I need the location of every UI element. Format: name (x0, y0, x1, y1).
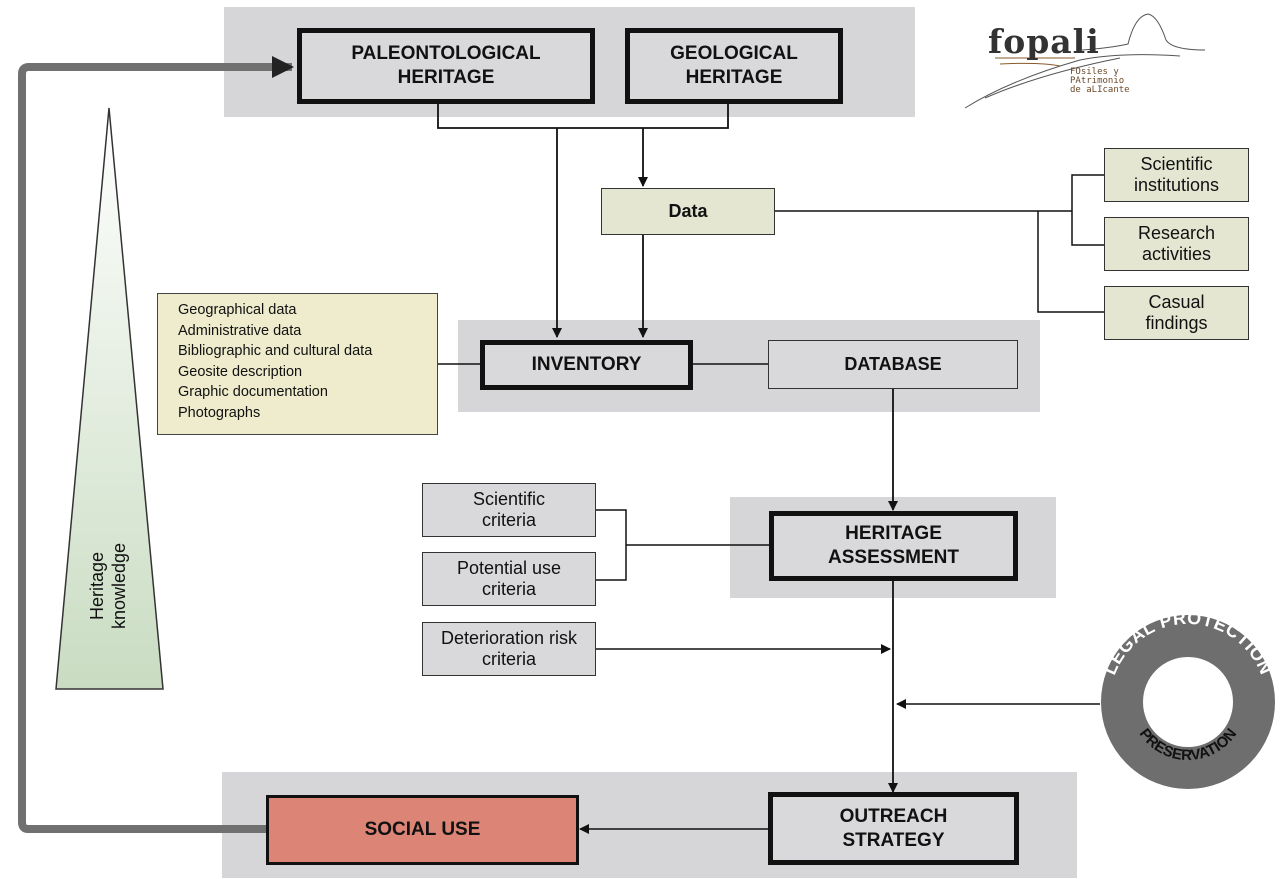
deterioration-risk-criteria-box: Deterioration risk criteria (422, 622, 596, 676)
inventory-data-item: Bibliographic and cultural data (178, 343, 373, 359)
criteria-bracket (596, 509, 627, 581)
potential-use-criteria-box: Potential use criteria (422, 552, 596, 606)
scientific-criteria-label: Scientific criteria (472, 489, 546, 530)
heritage-merge-line (437, 104, 729, 129)
heritage-knowledge-label: Heritage knowledge (87, 542, 129, 630)
inventory-data-item: Geosite description (178, 363, 303, 380)
inventory-data-item: Administrative data (178, 322, 302, 339)
logo-wordmark: fopali (988, 22, 1100, 61)
feedback-loop-line (18, 56, 294, 833)
inventory-data-item: Geographical data (178, 302, 297, 318)
source-label: Research activities (1137, 223, 1216, 264)
database-box: DATABASE (768, 340, 1018, 389)
outreach-strategy-box: OUTREACH STRATEGY (768, 792, 1019, 865)
potential-use-criteria-label: Potential use criteria (456, 558, 562, 599)
sources-bracket-lower (1037, 211, 1104, 313)
heritage-assessment-label: HERITAGE ASSESSMENT (828, 523, 959, 568)
logo-sub-line: FOsiles y (1070, 67, 1119, 77)
source-scientific-institutions: Scientific institutions (1104, 148, 1249, 202)
legal-protection-ring (1101, 615, 1275, 789)
logo-swoosh (964, 13, 1206, 109)
geological-heritage-label: GEOLOGICAL HERITAGE (670, 43, 798, 88)
data-label: Data (668, 201, 708, 221)
inventory-data-item: Photographs (178, 404, 261, 421)
inventory-box: INVENTORY (480, 340, 693, 390)
deterioration-risk-criteria-label: Deterioration risk criteria (440, 628, 578, 669)
social-use-label: SOCIAL USE (364, 819, 481, 840)
scientific-criteria-box: Scientific criteria (422, 483, 596, 537)
paleontological-heritage-box: PALEONTOLOGICAL HERITAGE (297, 28, 595, 104)
logo-sub-line: PAtrimonio (1070, 76, 1125, 86)
paleontological-heritage-label: PALEONTOLOGICAL HERITAGE (351, 43, 541, 88)
social-use-box: SOCIAL USE (266, 795, 579, 865)
logo-sub-line: de aLIcante (1070, 85, 1130, 95)
outreach-strategy-label: OUTREACH STRATEGY (839, 805, 948, 851)
inventory-data-list: Geographical data Administrative data Bi… (157, 293, 438, 435)
source-casual-findings: Casual findings (1104, 286, 1249, 340)
sources-bracket-upper (1071, 174, 1104, 246)
source-research-activities: Research activities (1104, 217, 1249, 271)
logo-subtitle: FOsiles y PAtrimonio de aLIcante (1070, 68, 1130, 95)
heritage-assessment-box: HERITAGE ASSESSMENT (769, 511, 1018, 581)
source-label: Scientific institutions (1133, 154, 1220, 195)
inventory-data-item: Graphic documentation (178, 384, 328, 400)
database-label: DATABASE (844, 354, 942, 374)
source-label: Casual findings (1145, 292, 1208, 333)
geological-heritage-box: GEOLOGICAL HERITAGE (625, 28, 843, 104)
data-box: Data (601, 188, 775, 235)
inventory-label: INVENTORY (531, 354, 642, 375)
knowledge-triangle (55, 107, 164, 690)
